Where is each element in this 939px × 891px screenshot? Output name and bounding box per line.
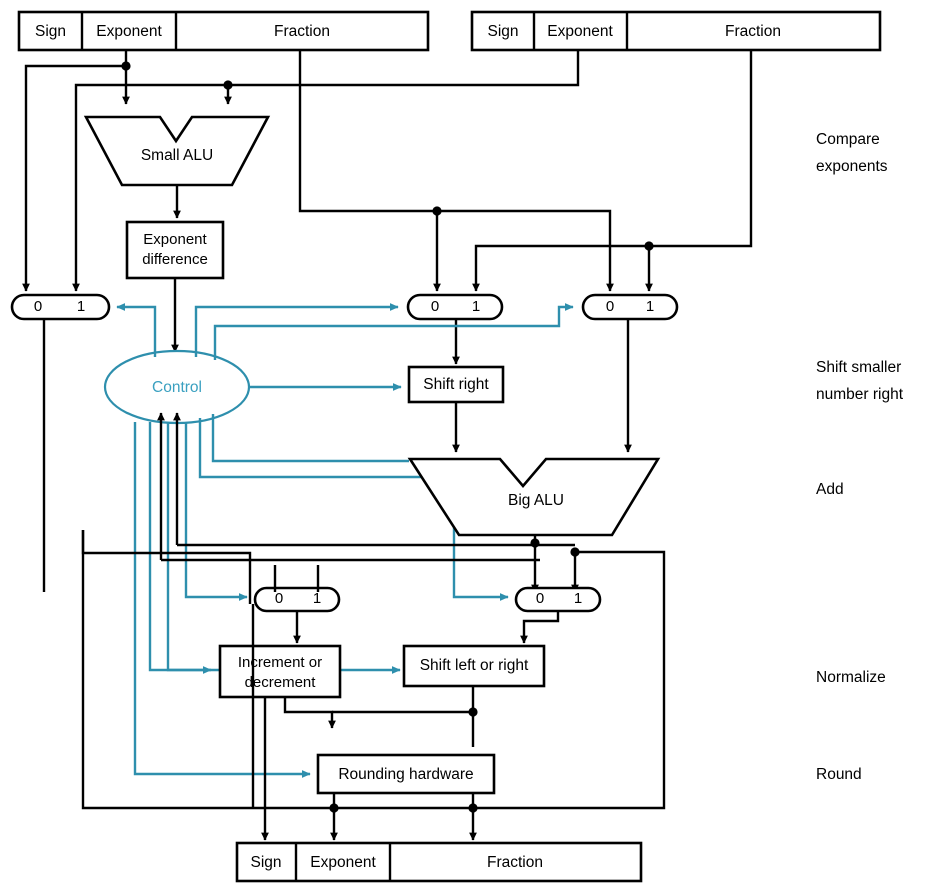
small-alu-label: Small ALU [141, 147, 213, 164]
mux-fraction-big-input-1: 1 [646, 298, 654, 315]
operand-a-field-exponent: Exponent [96, 23, 162, 40]
rounding-hardware-label: Rounding hardware [338, 766, 473, 783]
stage-round-line1: Round [816, 766, 862, 783]
wire-a-fraction [298, 50, 614, 292]
control-label: Control [152, 379, 202, 396]
result-register: Sign Exponent Fraction [235, 841, 643, 883]
result-field-sign: Sign [250, 854, 281, 871]
exponent-difference-label-2: difference [142, 251, 208, 268]
big-alu-label: Big ALU [508, 492, 564, 509]
mux-sign-input-1: 1 [77, 298, 85, 315]
shift-right-label: Shift right [423, 376, 489, 393]
mux-fraction-normalize-input-1: 1 [574, 590, 582, 607]
stage-round: Round [816, 766, 862, 783]
operand-a-register: Sign Exponent Fraction [17, 10, 430, 52]
control-line-to-increment-decrement [148, 422, 212, 674]
stage-add-line1: Add [816, 481, 844, 498]
wire-b-fraction [472, 50, 753, 292]
mux-exponent-adjust-input-1: 1 [313, 590, 321, 607]
mux-fraction-normalize[interactable]: 0 1 [514, 586, 602, 644]
increment-decrement-label-1: Increment or [238, 654, 322, 671]
rounding-hardware-box: Rounding hardware [316, 753, 496, 841]
control-line-to-rounding-hardware [133, 422, 311, 778]
control-unit[interactable]: Control [103, 349, 251, 425]
mux-fraction-small-input-0: 0 [431, 298, 439, 315]
mux-fraction-normalize-input-0: 0 [536, 590, 544, 607]
exponent-difference-label-1: Exponent [143, 231, 207, 248]
control-line-to-big-alu [211, 414, 409, 463]
stage-normalize: Normalize [816, 669, 886, 686]
shift-right-box: Shift right [407, 365, 505, 453]
mux-fraction-small-input-1: 1 [472, 298, 480, 315]
result-field-exponent: Exponent [310, 854, 376, 871]
operand-b-field-fraction: Fraction [725, 23, 781, 40]
stage-compare-exponents: Compare exponents [816, 131, 888, 175]
result-field-fraction: Fraction [487, 854, 543, 871]
stage-shift-smaller-line1: Shift smaller [816, 359, 901, 376]
stage-shift-smaller: Shift smaller number right [816, 359, 904, 403]
small-alu: Small ALU [83, 115, 271, 219]
mux-fraction-big-input-0: 0 [606, 298, 614, 315]
stage-compare-exponents-line1: Compare [816, 131, 880, 148]
mux-fraction-big[interactable]: 0 1 [581, 293, 679, 453]
mux-sign-input-0: 0 [34, 298, 42, 315]
control-line-to-mux-fraction-big [213, 303, 574, 360]
stage-normalize-line1: Normalize [816, 669, 886, 686]
increment-decrement-label-2: decrement [245, 674, 317, 691]
operand-b-register: Sign Exponent Fraction [470, 10, 882, 52]
control-line-to-mux-fraction-small [194, 303, 399, 357]
mux-fraction-small[interactable]: 0 1 [406, 293, 504, 365]
stage-add: Add [816, 481, 844, 498]
stage-compare-exponents-line2: exponents [816, 158, 888, 175]
control-line-to-mux-sign [116, 303, 157, 357]
mux-exponent-adjust[interactable]: 0 1 [253, 565, 341, 644]
mux-exponent-adjust-input-0: 0 [275, 590, 283, 607]
wire-b-exponent [72, 50, 580, 292]
exponent-difference-box: Exponent difference [125, 220, 225, 353]
big-alu-output-bus [81, 530, 666, 810]
increment-decrement-box: Increment or decrement [218, 644, 342, 841]
operand-b-field-sign: Sign [487, 23, 518, 40]
big-alu: Big ALU [407, 457, 661, 593]
operand-a-field-sign: Sign [35, 23, 66, 40]
operand-a-field-fraction: Fraction [274, 23, 330, 40]
stage-shift-smaller-line2: number right [816, 386, 904, 403]
shift-left-or-right-label: Shift left or right [420, 657, 529, 674]
operand-b-field-exponent: Exponent [547, 23, 613, 40]
control-line-to-mux-exponent-adjust [184, 422, 248, 601]
mux-sign[interactable]: 0 1 [10, 293, 111, 592]
shift-left-or-right-box: Shift left or right [332, 644, 546, 747]
